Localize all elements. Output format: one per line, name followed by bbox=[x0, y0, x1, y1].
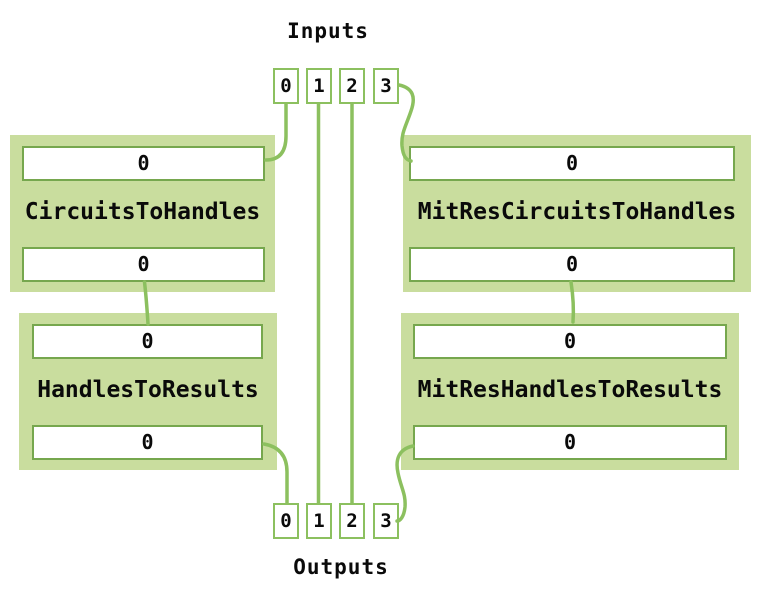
queue-slot-output: 0 bbox=[413, 425, 727, 460]
queue-slot-output: 0 bbox=[409, 247, 735, 282]
output-index-1: 1 bbox=[306, 503, 332, 539]
outputs-title: Outputs bbox=[293, 555, 389, 579]
input-index-3: 3 bbox=[373, 68, 399, 104]
block-mitres-circuits-to-handles: 0 MitResCircuitsToHandles 0 bbox=[403, 135, 751, 292]
queue-slot-input: 0 bbox=[22, 146, 265, 181]
input-index-0: 0 bbox=[273, 68, 299, 104]
block-handles-to-results: 0 HandlesToResults 0 bbox=[19, 313, 277, 470]
block-mitres-handles-to-results: 0 MitResHandlesToResults 0 bbox=[401, 313, 739, 470]
queue-slot-input: 0 bbox=[32, 324, 263, 359]
queue-slot-output: 0 bbox=[32, 425, 263, 460]
block-label: MitResHandlesToResults bbox=[417, 377, 723, 403]
block-label: HandlesToResults bbox=[37, 377, 259, 403]
output-index-3: 3 bbox=[373, 503, 399, 539]
output-index-2: 2 bbox=[339, 503, 365, 539]
input-index-1: 1 bbox=[306, 68, 332, 104]
block-label: CircuitsToHandles bbox=[24, 199, 261, 225]
inputs-title: Inputs bbox=[287, 19, 369, 43]
output-index-0: 0 bbox=[273, 503, 299, 539]
queue-slot-input: 0 bbox=[409, 146, 735, 181]
queue-slot-output: 0 bbox=[22, 247, 265, 282]
block-circuits-to-handles: 0 CircuitsToHandles 0 bbox=[10, 135, 275, 292]
input-index-2: 2 bbox=[339, 68, 365, 104]
queue-slot-input: 0 bbox=[413, 324, 727, 359]
block-label: MitResCircuitsToHandles bbox=[417, 199, 737, 225]
